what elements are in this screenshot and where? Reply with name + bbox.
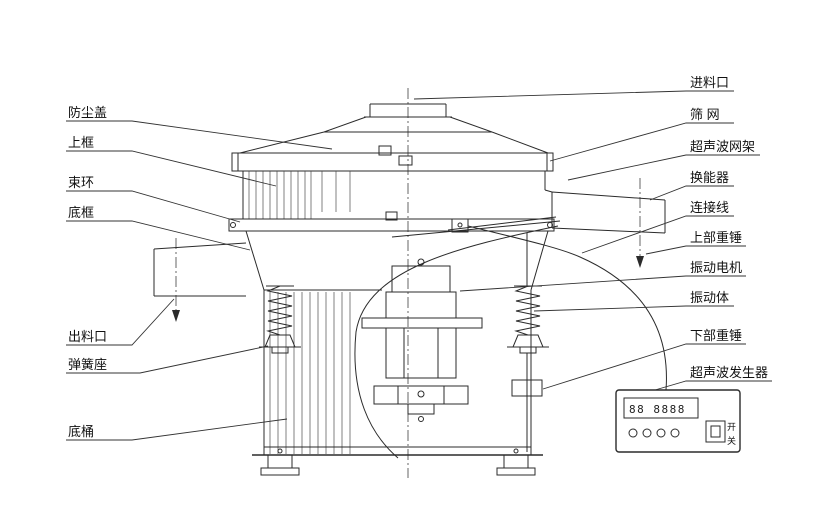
- power-switch: [705, 420, 726, 443]
- digital-display: [623, 397, 699, 419]
- label-clamp-ring: 束环: [68, 175, 94, 190]
- leader-bottom-frame: [66, 220, 251, 251]
- label-screen-mesh: 筛 网: [690, 107, 720, 122]
- motor-body: [385, 327, 457, 379]
- clamp-ring-part: [228, 218, 555, 232]
- right-foot: [503, 454, 529, 469]
- connecting-wire-part: [467, 225, 667, 391]
- leader-dust-cover: [66, 120, 333, 150]
- bottom-barrel-part: [252, 289, 543, 476]
- switch-off-label: 关: [727, 435, 736, 446]
- dust-cover-part: [239, 116, 549, 166]
- leader-transducer: [649, 185, 734, 201]
- control-knob-2: [642, 428, 652, 438]
- label-upper-frame: 上框: [68, 135, 94, 150]
- right-spout-part: [544, 189, 666, 234]
- leader-ultrasonic-mesh-frame: [567, 154, 760, 181]
- leaders-right: [413, 90, 772, 391]
- lower-weight-block: [373, 385, 469, 405]
- label-feed-inlet: 进料口: [690, 75, 729, 90]
- leader-lower-weight: [542, 343, 746, 390]
- upper-weight-block: [391, 265, 451, 293]
- leaders-left: [66, 120, 333, 441]
- discharge-outlet-part: [153, 242, 247, 297]
- spring-left-part: [259, 285, 301, 354]
- leader-upper-weight: [645, 245, 746, 255]
- leader-spring-seat: [66, 345, 269, 374]
- control-knob-4: [670, 428, 680, 438]
- control-knob-3: [656, 428, 666, 438]
- label-vibrating-body: 振动体: [690, 290, 729, 305]
- bottom-frame-part: [245, 230, 549, 291]
- label-spring-seat: 弹簧座: [68, 357, 107, 372]
- centerlines: [172, 88, 644, 478]
- leader-vibrating-body: [533, 305, 734, 312]
- label-connecting-wire: 连接线: [690, 200, 729, 215]
- leader-connecting-wire: [581, 215, 734, 254]
- leader-clamp-ring: [66, 190, 241, 223]
- cutaway-arc: [354, 225, 559, 459]
- lower-weight-right: [511, 379, 543, 397]
- machine-drawing: [153, 103, 667, 476]
- leader-discharge-outlet: [66, 298, 175, 346]
- rim-band-part: [231, 152, 554, 172]
- screen-deck-part: [385, 211, 561, 238]
- feed-inlet-part: [364, 103, 452, 118]
- upper-frame-part: [242, 171, 546, 219]
- label-lower-weight: 下部重锤: [690, 328, 742, 343]
- left-foot: [267, 454, 293, 469]
- label-ultrasonic-mesh-frame: 超声波网架: [690, 139, 755, 154]
- vibrating-body-plate: [361, 317, 483, 329]
- control-box: 88 8888 开 关: [615, 389, 741, 453]
- control-knob-1: [628, 428, 638, 438]
- label-ultrasonic-generator: 超声波发生器: [690, 365, 768, 380]
- label-transducer: 换能器: [690, 170, 729, 185]
- leader-ultrasonic-generator: [654, 380, 772, 391]
- leader-upper-frame: [66, 150, 277, 187]
- label-bottom-frame: 底框: [68, 205, 94, 220]
- down-arrow-left: [172, 310, 180, 322]
- display-digits: 88 8888: [629, 403, 686, 416]
- leader-bottom-barrel: [66, 418, 288, 441]
- leader-screen-mesh: [549, 122, 734, 162]
- switch-on-label: 开: [727, 422, 736, 432]
- spring-right-part: [507, 233, 549, 452]
- label-dust-cover: 防尘盖: [68, 105, 107, 120]
- labels-left: 防尘盖 上框 束环 底框 出料口 弹簧座 底桶: [68, 105, 107, 439]
- labels-right: 进料口 筛 网 超声波网架 换能器 连接线 上部重锤 振动电机 振动体 下部重锤…: [690, 75, 768, 380]
- leader-vibration-motor: [459, 275, 746, 292]
- down-arrow-right: [636, 256, 644, 268]
- label-discharge-outlet: 出料口: [68, 329, 107, 344]
- label-bottom-barrel: 底桶: [68, 424, 94, 439]
- label-vibration-motor: 振动电机: [690, 260, 742, 275]
- label-upper-weight: 上部重锤: [690, 230, 742, 245]
- leader-feed-inlet: [413, 90, 734, 100]
- motor-assembly-part: [361, 258, 543, 422]
